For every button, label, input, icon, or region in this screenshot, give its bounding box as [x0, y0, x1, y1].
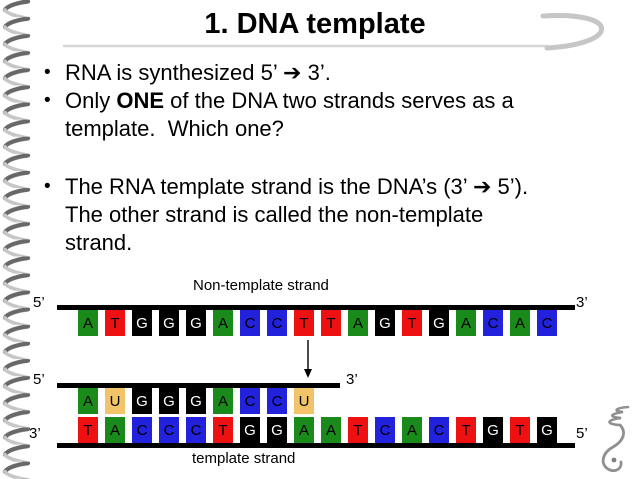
base-box-g: G — [267, 417, 287, 443]
corner-flourish-icon — [601, 405, 630, 472]
base-box-a: A — [78, 310, 98, 336]
base-box-t: T — [402, 310, 422, 336]
base-box-g: G — [240, 417, 260, 443]
base-box-c: C — [483, 310, 503, 336]
transcription-direction-arrow-icon — [304, 340, 312, 378]
base-box-u: U — [105, 388, 125, 414]
bullet-text: The RNA template strand is the DNA’s (3’… — [65, 174, 529, 255]
base-box-a: A — [294, 417, 314, 443]
base-box-t: T — [78, 417, 98, 443]
base-box-t: T — [510, 417, 530, 443]
base-box-t: T — [348, 417, 368, 443]
rna-strand-5prime-label: 5’ — [33, 371, 45, 388]
template-strand-backbone-line — [57, 443, 575, 448]
base-box-g: G — [483, 417, 503, 443]
base-box-u: U — [294, 388, 314, 414]
bullet-item: • The RNA template strand is the DNA’s (3… — [44, 173, 622, 257]
bullet-item: • RNA is synthesized 5’ ➔ 3’. — [44, 59, 622, 87]
base-box-a: A — [78, 388, 98, 414]
base-box-c: C — [186, 417, 206, 443]
base-box-c: C — [240, 388, 260, 414]
base-box-g: G — [537, 417, 557, 443]
title-underline-swoosh-icon — [62, 12, 605, 51]
top-strand-backbone-line — [57, 305, 575, 310]
base-box-a: A — [348, 310, 368, 336]
spiral-binding-icon — [1, 0, 33, 479]
template-strand-3prime-label: 3’ — [29, 425, 41, 442]
base-box-c: C — [159, 417, 179, 443]
base-box-g: G — [429, 310, 449, 336]
base-box-g: G — [375, 310, 395, 336]
base-box-g: G — [159, 388, 179, 414]
base-box-c: C — [267, 310, 287, 336]
bullet-text: Only ONE of the DNA two strands serves a… — [65, 88, 514, 141]
base-box-c: C — [375, 417, 395, 443]
base-box-t: T — [321, 310, 341, 336]
rna-strand-backbone-line — [57, 383, 340, 388]
page-title: 1. DNA template — [204, 8, 426, 40]
bullet-item: • Only ONE of the DNA two strands serves … — [44, 87, 622, 143]
bullet-list: • RNA is synthesized 5’ ➔ 3’. • Only ONE of… — [44, 59, 622, 257]
rna-strand-3prime-label: 3’ — [346, 371, 358, 388]
base-box-t: T — [294, 310, 314, 336]
base-box-c: C — [240, 310, 260, 336]
base-box-g: G — [132, 310, 152, 336]
base-box-a: A — [213, 310, 233, 336]
base-box-g: G — [132, 388, 152, 414]
base-box-a: A — [321, 417, 341, 443]
base-box-c: C — [267, 388, 287, 414]
top-strand-5prime-label: 5’ — [33, 294, 45, 311]
base-box-a: A — [213, 388, 233, 414]
bullet-dot: • — [44, 90, 51, 111]
base-box-g: G — [186, 388, 206, 414]
base-box-a: A — [510, 310, 530, 336]
non-template-strand-label: Non-template strand — [193, 277, 329, 294]
base-box-g: G — [159, 310, 179, 336]
base-box-c: C — [537, 310, 557, 336]
base-box-t: T — [213, 417, 233, 443]
template-strand-label: template strand — [192, 450, 296, 467]
bullet-text: RNA is synthesized 5’ ➔ 3’. — [65, 60, 331, 85]
base-box-g: G — [186, 310, 206, 336]
top-strand-3prime-label: 3’ — [576, 294, 588, 311]
base-box-t: T — [456, 417, 476, 443]
base-box-t: T — [105, 310, 125, 336]
base-box-a: A — [105, 417, 125, 443]
base-box-c: C — [429, 417, 449, 443]
base-box-a: A — [402, 417, 422, 443]
base-box-a: A — [456, 310, 476, 336]
bullet-dot: • — [44, 176, 51, 197]
template-strand-5prime-label: 5’ — [576, 425, 588, 442]
bullet-dot: • — [44, 62, 51, 83]
base-box-c: C — [132, 417, 152, 443]
